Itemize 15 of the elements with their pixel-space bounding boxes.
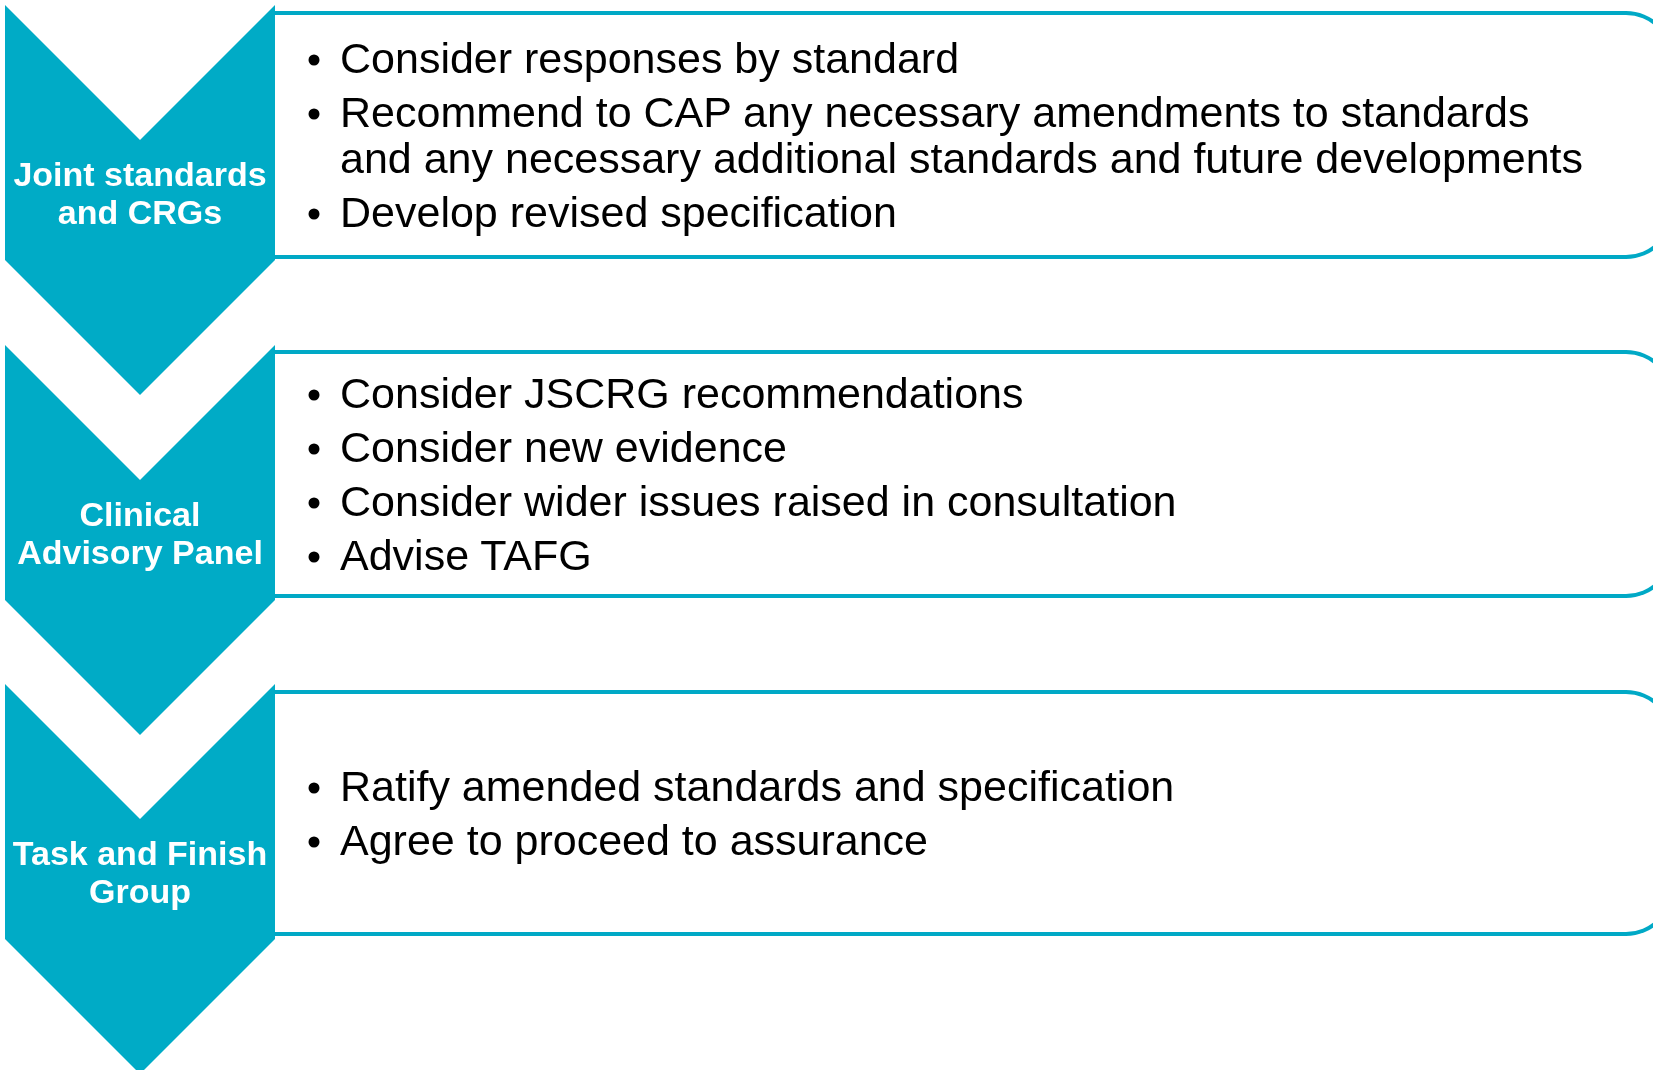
bullet-text: Agree to proceed to assurance [340, 817, 930, 863]
stage-label: Task and Finish Group [11, 834, 269, 910]
text-panel [274, 350, 1653, 598]
bullet-text: Consider new evidence [340, 424, 788, 470]
bullet-text: Consider responses by standard [340, 35, 961, 81]
bullet-text: Advise TAFG [340, 532, 593, 578]
bullet-text: Develop revised specification [340, 189, 898, 235]
stage-label: Clinical Advisory Panel [16, 495, 264, 571]
bullet-text: Ratify amended standards and specification [340, 763, 1176, 809]
text-panel [274, 11, 1653, 259]
text-panel [274, 690, 1653, 936]
bullet-text: Consider JSCRG recommendations [340, 370, 1025, 416]
stage-label: Joint standards and CRGs [12, 155, 268, 231]
bullet-text: Recommend to CAP any necessary amendments to standards and any necessary additional standards and future developments [340, 89, 1585, 181]
bullet-text: Consider wider issues raised in consultation [340, 478, 1178, 524]
